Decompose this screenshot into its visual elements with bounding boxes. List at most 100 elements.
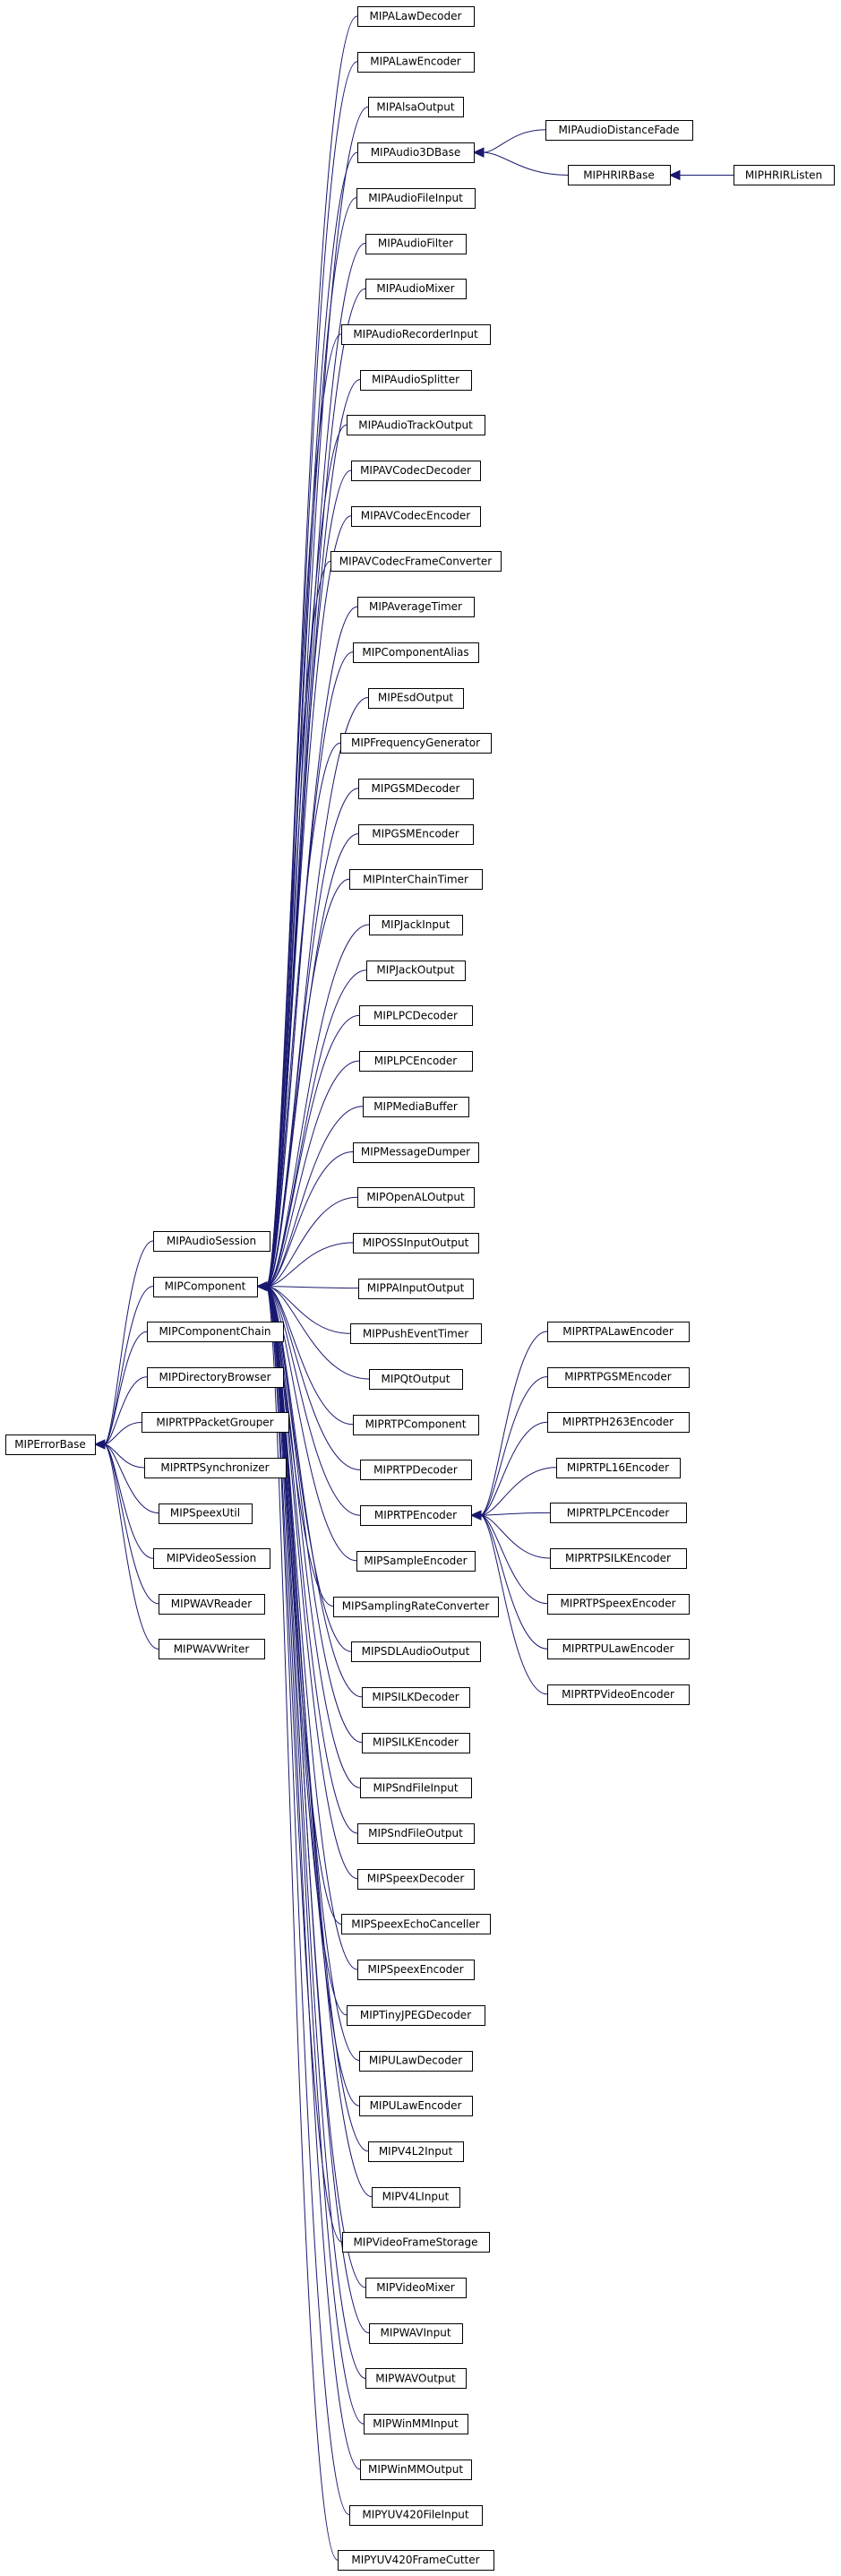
class-node-box <box>349 2505 483 2526</box>
class-node-label: MIPSpeexUtil <box>170 1507 240 1520</box>
class-node-mipgsmencoder[interactable]: MIPGSMEncoder <box>358 824 474 845</box>
class-node-mipcomponentalias[interactable]: MIPComponentAlias <box>353 642 479 663</box>
class-node-mipulawdecoder[interactable]: MIPULawDecoder <box>359 2051 473 2072</box>
class-node-mipsilkdecoder[interactable]: MIPSILKDecoder <box>362 1687 470 1708</box>
class-node-mipwavwriter[interactable]: MIPWAVWriter <box>159 1639 265 1659</box>
class-node-mipwinmminput[interactable]: MIPWinMMInput <box>364 2414 468 2434</box>
class-node-mippusheventtimer[interactable]: MIPPushEventTimer <box>350 1323 482 1344</box>
class-node-miprtpl16encoder[interactable]: MIPRTPL16Encoder <box>556 1458 681 1478</box>
class-node-miprtplpcencoder[interactable]: MIPRTPLPCEncoder <box>550 1503 687 1523</box>
class-node-box <box>369 1369 463 1390</box>
class-node-label: MIPQtOutput <box>382 1373 451 1385</box>
class-node-mipaudiosplitter[interactable]: MIPAudioSplitter <box>360 370 472 391</box>
class-node-mipsilkencoder[interactable]: MIPSILKEncoder <box>362 1733 470 1753</box>
class-node-mipvideosession[interactable]: MIPVideoSession <box>153 1548 270 1569</box>
class-node-mipmessagedumper[interactable]: MIPMessageDumper <box>353 1142 479 1163</box>
class-node-miprtpsynchronizer[interactable]: MIPRTPSynchronizer <box>144 1458 287 1478</box>
class-node-miptinyjpegdecoder[interactable]: MIPTinyJPEGDecoder <box>347 2005 485 2026</box>
class-node-mipavcodecframeconverter[interactable]: MIPAVCodecFrameConverter <box>330 551 502 572</box>
class-node-mipulawencoder[interactable]: MIPULawEncoder <box>359 2096 473 2116</box>
class-node-mipavcodecdecoder[interactable]: MIPAVCodecDecoder <box>351 461 481 481</box>
inheritance-edge <box>265 1286 359 1289</box>
class-node-mipaveragetimer[interactable]: MIPAverageTimer <box>357 597 475 617</box>
class-node-mipavcodecencoder[interactable]: MIPAVCodecEncoder <box>351 506 481 527</box>
class-node-miphrirbase[interactable]: MIPHRIRBase <box>568 165 671 185</box>
class-node-mipinterchaintimer[interactable]: MIPInterChainTimer <box>349 869 483 890</box>
class-node-mipaudiorecorderinput[interactable]: MIPAudioRecorderInput <box>341 324 491 345</box>
class-node-mipopenaloutput[interactable]: MIPOpenALOutput <box>357 1187 475 1208</box>
class-node-mipvideoframestorage[interactable]: MIPVideoFrameStorage <box>342 2232 490 2253</box>
class-node-mipyuv420fileinput[interactable]: MIPYUV420FileInput <box>349 2505 483 2526</box>
class-node-mipdirectorybrowser[interactable]: MIPDirectoryBrowser <box>147 1367 284 1388</box>
class-node-miperrorbase[interactable]: MIPErrorBase <box>5 1434 96 1455</box>
class-node-mipaudiodistancefade[interactable]: MIPAudioDistanceFade <box>545 120 693 141</box>
class-node-mipalawencoder[interactable]: MIPALawEncoder <box>357 52 475 73</box>
class-node-mipalawdecoder[interactable]: MIPALawDecoder <box>357 6 475 27</box>
class-node-miphrirlisten[interactable]: MIPHRIRListen <box>734 165 835 185</box>
class-node-box <box>365 2278 467 2298</box>
class-node-mipwavoutput[interactable]: MIPWAVOutput <box>365 2368 467 2389</box>
class-node-box <box>568 165 671 185</box>
class-node-miprtpspeexencoder[interactable]: MIPRTPSpeexEncoder <box>547 1594 690 1615</box>
inheritance-edge <box>479 1514 548 1605</box>
class-node-mipwinmmoutput[interactable]: MIPWinMMOutput <box>360 2460 472 2480</box>
class-node-label: MIPAverageTimer <box>369 600 462 613</box>
class-node-mipjackinput[interactable]: MIPJackInput <box>369 915 463 935</box>
class-node-box <box>358 1279 474 1299</box>
class-node-miprtpulawencoder[interactable]: MIPRTPULawEncoder <box>547 1639 690 1659</box>
class-node-mipcomponent[interactable]: MIPComponent <box>153 1277 258 1297</box>
class-node-mipaudiomixer[interactable]: MIPAudioMixer <box>365 279 467 299</box>
class-node-mipfrequencygenerator[interactable]: MIPFrequencyGenerator <box>340 733 492 754</box>
class-node-mipsamplingrateconverter[interactable]: MIPSamplingRateConverter <box>333 1597 499 1617</box>
class-node-mipwavinput[interactable]: MIPWAVInput <box>369 2323 463 2344</box>
class-node-miprtph263encoder[interactable]: MIPRTPH263Encoder <box>547 1412 690 1433</box>
class-node-mipsdlaudiooutput[interactable]: MIPSDLAudioOutput <box>351 1641 481 1662</box>
class-node-miprtpdecoder[interactable]: MIPRTPDecoder <box>360 1460 472 1480</box>
class-node-label: MIPAVCodecDecoder <box>360 464 471 477</box>
inheritance-edge <box>103 1443 159 1605</box>
class-node-label: MIPWAVInput <box>380 2327 451 2339</box>
class-node-miprtpvideoencoder[interactable]: MIPRTPVideoEncoder <box>547 1684 690 1705</box>
class-node-mipgsmdecoder[interactable]: MIPGSMDecoder <box>358 779 474 799</box>
class-node-mipaudiosession[interactable]: MIPAudioSession <box>153 1231 270 1252</box>
class-node-miprtpencoder[interactable]: MIPRTPEncoder <box>360 1505 472 1526</box>
class-node-mipsndfileinput[interactable]: MIPSndFileInput <box>360 1778 472 1798</box>
class-node-miprtpcomponent[interactable]: MIPRTPComponent <box>353 1415 479 1435</box>
class-node-mipcomponentchain[interactable]: MIPComponentChain <box>147 1322 284 1342</box>
class-node-mipspeexencoder[interactable]: MIPSpeexEncoder <box>357 1960 475 1980</box>
class-node-mipaudiofilter[interactable]: MIPAudioFilter <box>365 234 467 254</box>
class-node-mipqtoutput[interactable]: MIPQtOutput <box>369 1369 463 1390</box>
class-node-label: MIPSamplingRateConverter <box>342 1600 490 1613</box>
class-node-mipjackoutput[interactable]: MIPJackOutput <box>366 961 466 981</box>
class-node-mipalsaoutput[interactable]: MIPAlsaOutput <box>368 97 464 117</box>
class-node-mipsampleencoder[interactable]: MIPSampleEncoder <box>356 1551 476 1572</box>
class-node-box <box>550 1503 687 1523</box>
class-node-miprtpsilkencoder[interactable]: MIPRTPSILKEncoder <box>550 1548 687 1569</box>
class-node-miprtpalawencoder[interactable]: MIPRTPALawEncoder <box>547 1322 690 1342</box>
class-node-miprtpgsmencoder[interactable]: MIPRTPGSMEncoder <box>547 1367 690 1388</box>
class-node-box <box>333 1597 499 1617</box>
class-node-label: MIPAudioMixer <box>376 282 454 295</box>
class-node-miplpcencoder[interactable]: MIPLPCEncoder <box>359 1051 473 1072</box>
class-node-mippainputoutput[interactable]: MIPPAInputOutput <box>358 1279 474 1299</box>
class-node-mipaudiofileinput[interactable]: MIPAudioFileInput <box>356 188 476 209</box>
class-node-mipossinputoutput[interactable]: MIPOSSInputOutput <box>353 1233 479 1254</box>
class-node-mipwavreader[interactable]: MIPWAVReader <box>159 1594 265 1615</box>
class-node-mipyuv420framecutter[interactable]: MIPYUV420FrameCutter <box>338 2550 494 2571</box>
class-node-mipesdoutput[interactable]: MIPEsdOutput <box>368 688 464 709</box>
class-node-mipspeexutil[interactable]: MIPSpeexUtil <box>159 1503 253 1524</box>
class-node-mipv4linput[interactable]: MIPV4LInput <box>372 2187 460 2208</box>
class-node-mipaudio3dbase[interactable]: MIPAudio3DBase <box>357 142 475 163</box>
class-node-label: MIPRTPGSMEncoder <box>564 1371 672 1383</box>
class-node-box <box>357 597 475 617</box>
class-node-mipvideomixer[interactable]: MIPVideoMixer <box>365 2278 467 2298</box>
class-node-mipv4l2input[interactable]: MIPV4L2Input <box>368 2141 464 2162</box>
class-node-mipspeexdecoder[interactable]: MIPSpeexDecoder <box>357 1869 475 1890</box>
class-node-miprtppacketgrouper[interactable]: MIPRTPPacketGrouper <box>142 1412 289 1433</box>
class-node-mipspeexechocanceller[interactable]: MIPSpeexEchoCanceller <box>341 1914 491 1934</box>
class-node-mipmediabuffer[interactable]: MIPMediaBuffer <box>363 1097 469 1117</box>
class-node-mipsndfileoutput[interactable]: MIPSndFileOutput <box>357 1823 475 1844</box>
class-node-miplpcdecoder[interactable]: MIPLPCDecoder <box>359 1005 473 1026</box>
class-node-box <box>341 1914 491 1934</box>
class-node-mipaudiotrackoutput[interactable]: MIPAudioTrackOutput <box>347 415 485 435</box>
